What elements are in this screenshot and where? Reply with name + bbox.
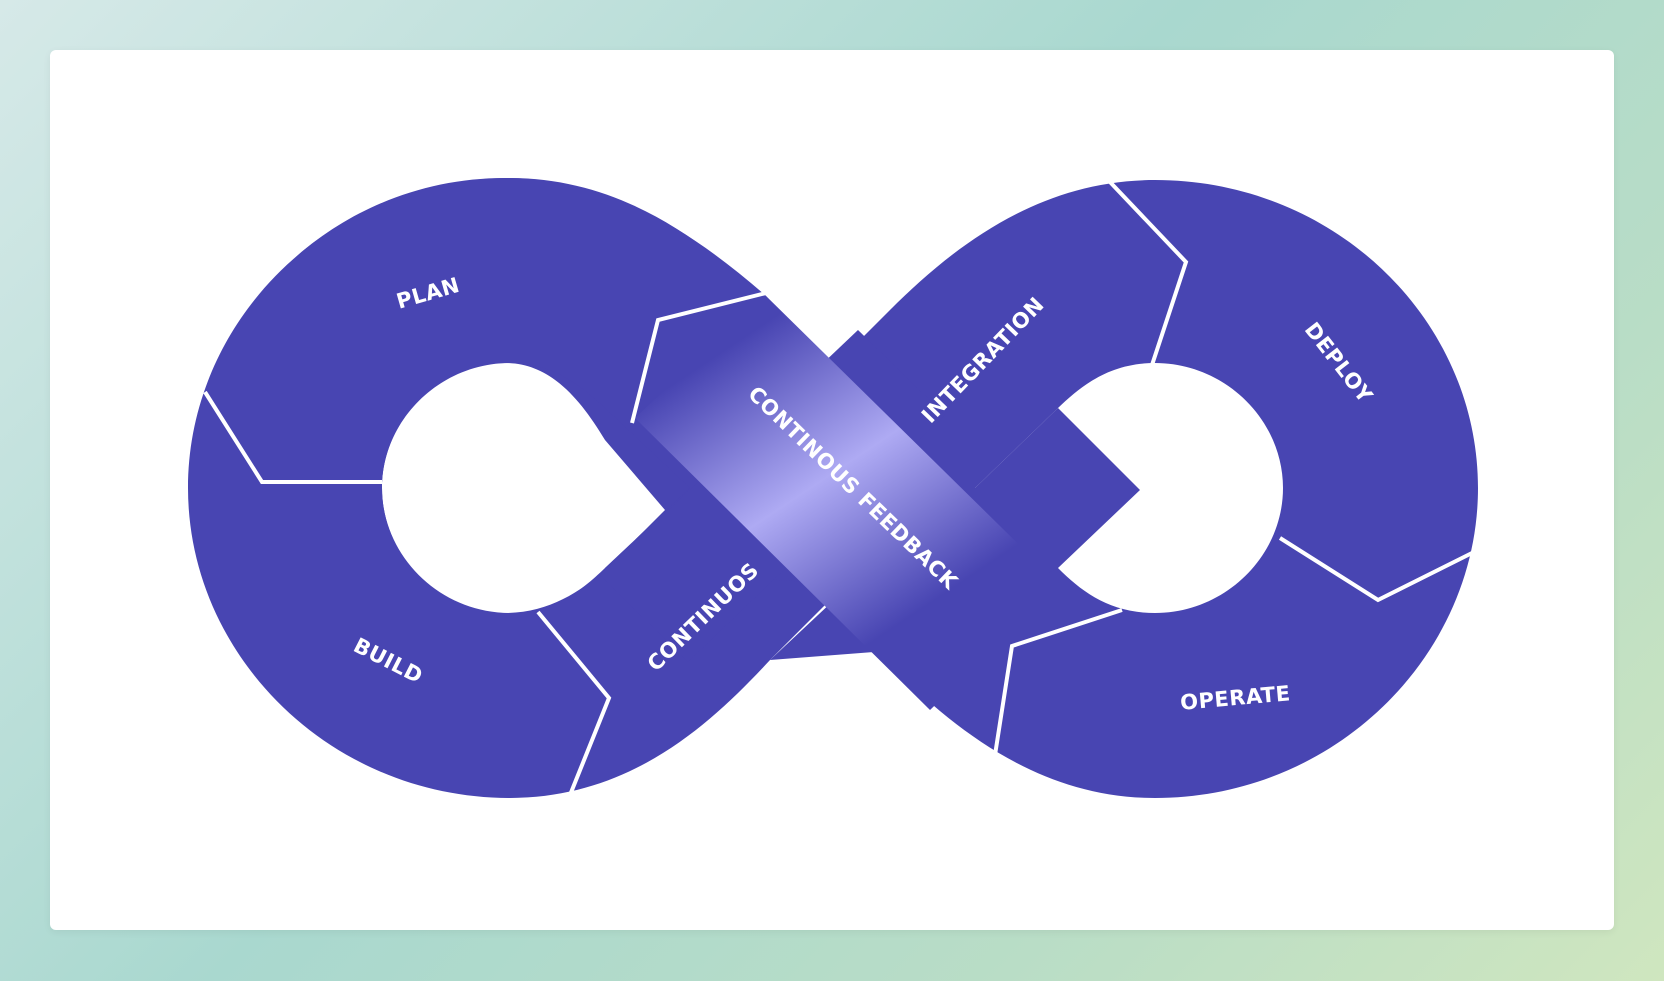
divider-build-continuos — [536, 610, 612, 801]
devops-infinity-diagram: PLAN BUILD CONTINUOS CONTINOUS FEEDBACK … — [188, 178, 1479, 801]
feedback-band — [635, 295, 1060, 710]
divider-plan-build — [203, 390, 382, 484]
segment-dividers — [203, 180, 1479, 801]
divider-plan-continuos — [630, 291, 767, 424]
divider-deploy-operate — [1278, 536, 1479, 603]
divider-integration-deploy — [1108, 180, 1189, 366]
diagram-card: PLAN BUILD CONTINUOS CONTINOUS FEEDBACK … — [50, 50, 1614, 930]
divider-operate-feedback — [993, 608, 1123, 756]
